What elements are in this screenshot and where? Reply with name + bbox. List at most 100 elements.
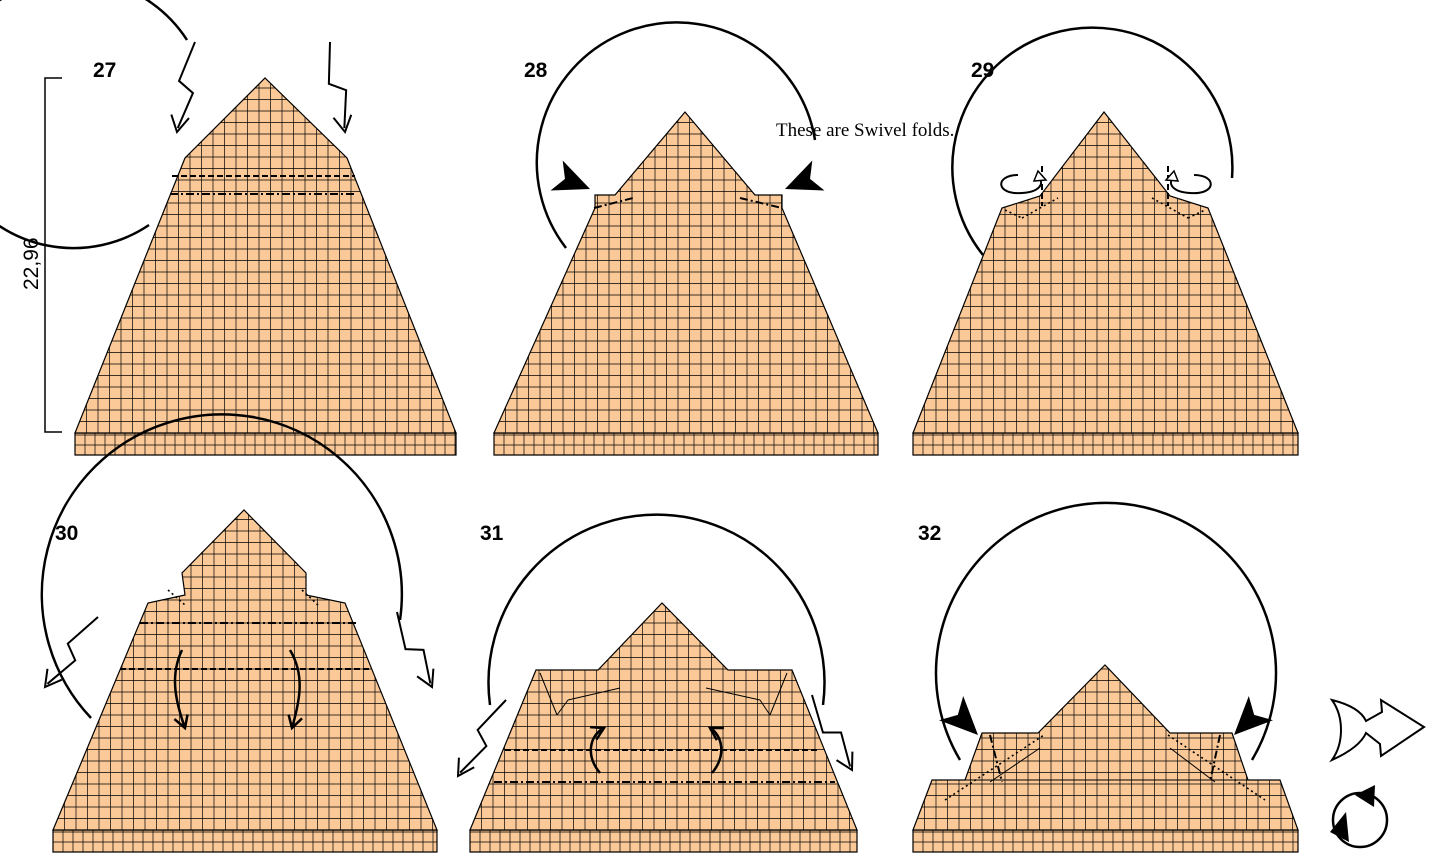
step-29-circle: [951, 26, 1234, 256]
arrowhead: [1164, 169, 1180, 182]
paper-fill: [470, 830, 857, 852]
thin-fold-line: [705, 687, 761, 701]
step-30-paper: [52, 509, 438, 831]
paper-grid: [494, 433, 878, 455]
turn-over-icon: [1330, 785, 1389, 849]
step-31-circle: [487, 513, 826, 706]
push-arrow-right-icon: [785, 160, 825, 191]
arrow-shaft: [811, 694, 852, 767]
paper-outline: [912, 111, 1299, 434]
paper-fill: [53, 510, 437, 830]
unfold-arrow-icon: [1329, 698, 1426, 763]
fold-arrow-right-down-icon: [287, 649, 303, 731]
step-number: 27: [93, 59, 116, 82]
arrow-shaft: [288, 649, 301, 729]
swivel-curve: [1170, 174, 1212, 195]
arrowhead: [1032, 169, 1048, 182]
push-arrow-right-icon: [1234, 696, 1273, 735]
paper-grid: [913, 830, 1298, 852]
unfold-arrow-left-up-icon: [589, 725, 607, 774]
arrowhead: [939, 696, 978, 735]
thin-fold-line: [769, 672, 788, 716]
arrow-shaft: [173, 649, 187, 729]
swivel-arrow-left-icon: [1000, 169, 1048, 195]
swivel-arrow-right-icon: [1164, 169, 1212, 195]
arrow-shaft: [176, 41, 196, 129]
arrowhead: [332, 114, 353, 135]
fold-arrow-left-down-icon: [173, 649, 189, 731]
thin-fold-line: [556, 699, 569, 716]
paper-fill: [913, 830, 1298, 852]
dot-fold-line: [167, 589, 186, 606]
step-27-paper: [74, 77, 457, 434]
dot-fold-line: [301, 589, 319, 606]
step-32-base: [912, 829, 1299, 853]
thin-fold-line: [989, 747, 1041, 783]
arrowhead: [416, 668, 435, 689]
arrow-shaft: [589, 726, 605, 774]
fold-arrow-right-icon: [396, 611, 435, 689]
paper-fill: [75, 433, 456, 455]
thin-fold-line: [567, 687, 621, 701]
dot-fold-line: [1187, 209, 1206, 219]
paper-grid: [53, 830, 437, 852]
mountain-fold-line: [739, 197, 783, 209]
step-number: 30: [55, 522, 78, 545]
step-27-base: [74, 432, 457, 456]
paper-fill: [494, 433, 878, 455]
paper-grid: [470, 830, 857, 852]
step-30-base: [52, 829, 438, 853]
arrowhead: [170, 114, 190, 135]
dot-fold-line: [1151, 197, 1189, 219]
dimension-bracket: [44, 77, 62, 433]
paper-fill: [53, 830, 437, 852]
step-28-base: [493, 432, 879, 456]
push-arrow-left-icon: [939, 696, 978, 735]
arrowhead: [835, 751, 854, 772]
push-arrow-left-icon: [170, 41, 196, 135]
swivel-curve: [1000, 174, 1042, 195]
turn-over-arrowhead: [1355, 785, 1375, 807]
step-29-paper: [912, 111, 1299, 434]
turn-over-arrowhead: [1330, 812, 1349, 842]
step-27-circle: [0, 0, 189, 250]
mountain-fold-line: [593, 197, 634, 209]
step-number: 29: [971, 59, 994, 82]
thin-fold-line: [539, 672, 558, 716]
push-arrow-right-icon: [327, 41, 353, 135]
arrow-shaft: [46, 616, 99, 685]
step-number: 28: [524, 59, 548, 82]
arrowhead: [707, 726, 724, 741]
dot-fold-line: [1004, 209, 1023, 219]
paper-fill: [913, 665, 1298, 830]
unfold-arrow-left-icon: [456, 699, 507, 778]
step-31-paper: [469, 602, 858, 831]
unfold-arrow-right-icon: [811, 694, 854, 772]
thin-fold-line: [1169, 747, 1216, 783]
arrowhead: [1234, 696, 1273, 735]
step-28-paper: [493, 111, 879, 434]
arrowhead: [785, 160, 825, 191]
arrow-shaft: [327, 41, 348, 129]
paper-fill: [913, 433, 1298, 455]
arrowhead: [173, 714, 189, 731]
step-28-circle: [535, 21, 817, 249]
fold-arrow-left-icon: [43, 616, 99, 689]
paper-outline: [493, 111, 879, 434]
push-arrow-left-icon: [550, 160, 590, 191]
arrowhead: [590, 725, 607, 741]
arrow-shaft: [459, 699, 507, 774]
paper-fill: [75, 78, 456, 433]
paper-outline: [469, 602, 858, 831]
step-29-base: [912, 432, 1299, 456]
step-number: 32: [918, 522, 941, 545]
step-30-circle: [40, 413, 404, 719]
arrowhead: [456, 757, 475, 778]
dot-fold-line: [1021, 197, 1059, 219]
arrowhead: [287, 714, 303, 731]
step-number: 31: [480, 522, 504, 545]
arrow-shaft: [709, 726, 723, 774]
step-32-paper: [912, 664, 1299, 831]
